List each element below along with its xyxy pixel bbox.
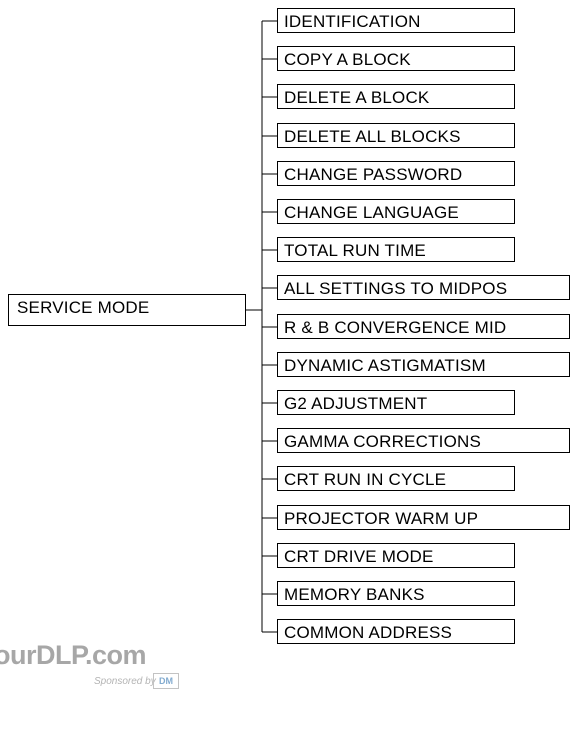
menu-item-g2-adjustment: G2 ADJUSTMENT [277,390,515,415]
menu-item-projector-warm-up: PROJECTOR WARM UP [277,505,570,530]
watermark-text: ourDLP.com [0,640,147,670]
service-mode-root-box: SERVICE MODE [8,294,246,326]
menu-item-total-run-time: TOTAL RUN TIME [277,237,515,262]
menu-item-delete-all-blocks: DELETE ALL BLOCKS [277,123,515,148]
watermark-logo: DM [153,673,179,689]
menu-item-change-language: CHANGE LANGUAGE [277,199,515,224]
menu-item-dynamic-astigmatism: DYNAMIC ASTIGMATISM [277,352,570,377]
menu-item-crt-run-in-cycle: CRT RUN IN CYCLE [277,466,515,491]
watermark: ourDLP.com Sponsored by DM [0,640,190,700]
menu-item-change-password: CHANGE PASSWORD [277,161,515,186]
watermark-sponsor: Sponsored by [94,676,156,687]
menu-item-crt-drive-mode: CRT DRIVE MODE [277,543,515,568]
menu-item-r-and-b-convergence-mid: R & B CONVERGENCE MID [277,314,570,339]
menu-item-common-address: COMMON ADDRESS [277,619,515,644]
menu-item-delete-a-block: DELETE A BLOCK [277,84,515,109]
menu-item-all-settings-to-midpos: ALL SETTINGS TO MIDPOS [277,275,570,300]
menu-item-copy-a-block: COPY A BLOCK [277,46,515,71]
menu-item-gamma-corrections: GAMMA CORRECTIONS [277,428,570,453]
menu-item-identification: IDENTIFICATION [277,8,515,33]
menu-item-memory-banks: MEMORY BANKS [277,581,515,606]
